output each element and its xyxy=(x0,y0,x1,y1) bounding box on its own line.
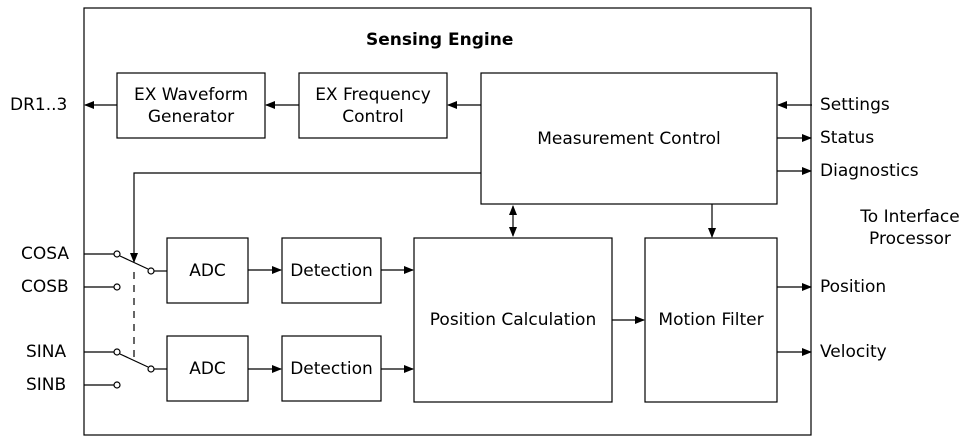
cosa-label: COSA xyxy=(21,244,69,264)
measurement-control-label: Measurement Control xyxy=(537,128,721,149)
cosb-label: COSB xyxy=(21,277,69,297)
adc-top-label: ADC xyxy=(189,260,226,281)
position-calculation-label: Position Calculation xyxy=(429,310,597,330)
diagram-title: Sensing Engine xyxy=(366,30,514,50)
interface-note-line1: To Interface xyxy=(860,207,960,227)
switch-blade-bottom xyxy=(119,353,149,368)
diagnostics-label: Diagnostics xyxy=(820,161,919,181)
contact-common-bottom xyxy=(147,365,155,373)
ex-waveform-line1: EX Waveform xyxy=(133,84,249,105)
contact-sinb xyxy=(113,381,121,389)
ex-waveform-line2: Generator xyxy=(147,106,235,127)
sina-label: SINA xyxy=(26,342,67,362)
motion-filter-box xyxy=(644,237,778,403)
contact-cosa xyxy=(113,250,121,258)
detection-bottom-label: Detection xyxy=(290,358,373,379)
sinb-label: SINB xyxy=(26,375,67,395)
velocity-output-label: Velocity xyxy=(820,342,887,362)
settings-label: Settings xyxy=(820,95,890,115)
contact-common-top xyxy=(147,267,155,275)
motion-filter-label: Motion Filter xyxy=(658,310,764,330)
interface-note-line2: Processor xyxy=(869,229,951,249)
detection-top-label: Detection xyxy=(290,260,373,281)
position-output-label: Position xyxy=(820,277,887,297)
adc-bottom-label: ADC xyxy=(189,358,226,379)
contact-sina xyxy=(113,348,121,356)
status-label: Status xyxy=(820,128,875,148)
switch-blade-top xyxy=(119,255,149,270)
contact-cosb xyxy=(113,283,121,291)
arrow-meas-to-switch xyxy=(130,172,481,263)
interface-processor-note: To Interface Processor xyxy=(848,206,972,250)
ex-frequency-control-label: EX Frequency Control xyxy=(299,73,447,138)
ex-waveform-generator-label: EX Waveform Generator xyxy=(117,73,265,138)
dr-signal-label: DR1..3 xyxy=(10,95,68,115)
ex-frequency-line1: EX Frequency xyxy=(315,84,431,105)
sensing-engine-boundary xyxy=(83,7,812,436)
ex-frequency-line2: Control xyxy=(342,106,404,127)
